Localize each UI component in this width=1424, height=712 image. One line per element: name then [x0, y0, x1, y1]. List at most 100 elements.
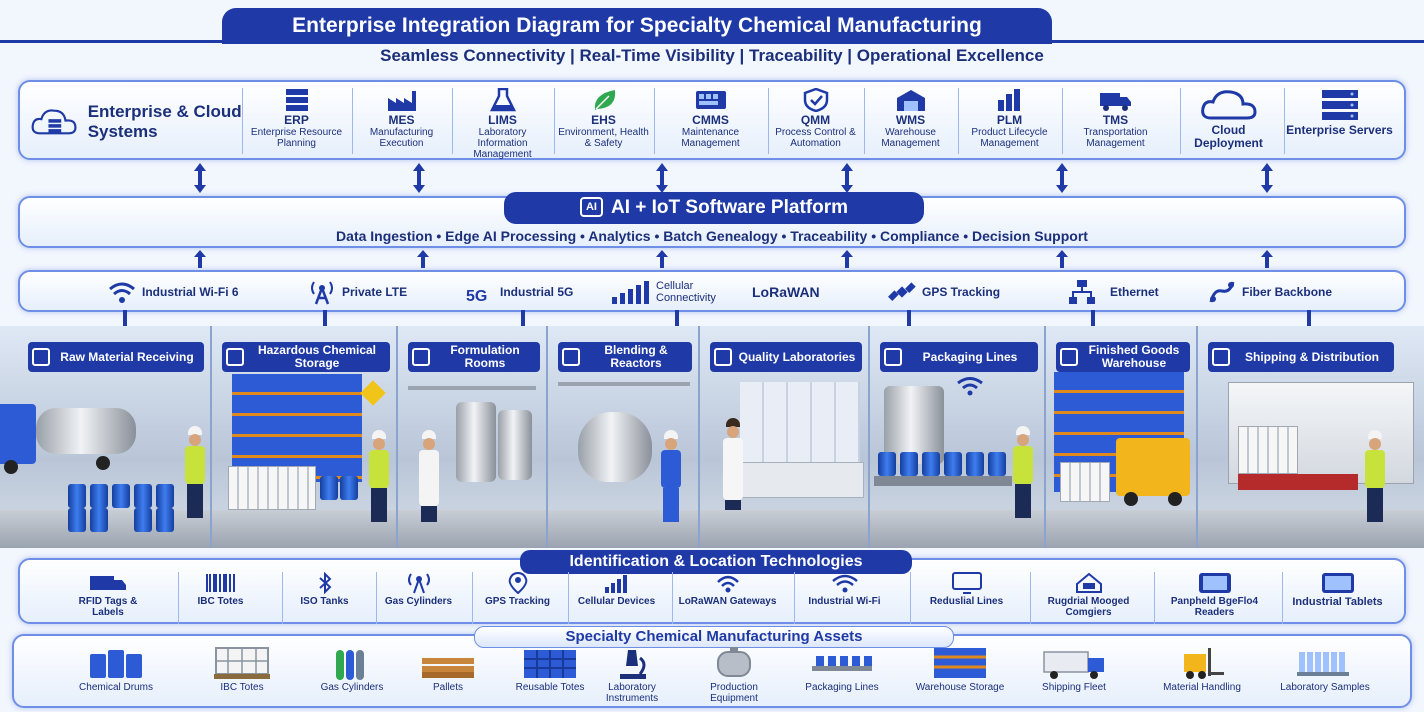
gas-cylinder-icon: [336, 650, 364, 680]
conn-private-lte[interactable]: Private LTE: [308, 278, 407, 306]
system-cmms[interactable]: CMMS Maintenance Management: [654, 88, 766, 154]
conn-cellular[interactable]: Cellular Connectivity: [610, 278, 726, 306]
forklift-icon: [1184, 648, 1224, 679]
microscope-icon: [620, 650, 646, 679]
conn-ethernet[interactable]: Ethernet: [1068, 278, 1159, 306]
id-cellular-devices[interactable]: Cellular Devices: [568, 572, 664, 624]
zone-raw-material-receiving[interactable]: Raw Material Receiving: [0, 326, 212, 548]
id-iso-tanks[interactable]: ISO Tanks: [282, 572, 366, 624]
zone-formulation-rooms[interactable]: Formulation Rooms: [398, 326, 548, 548]
sample-vials-icon: [1297, 652, 1349, 676]
trailer-bed: [1238, 474, 1358, 490]
shipping-icon: [1212, 348, 1230, 366]
location-pin-icon: [508, 572, 527, 594]
asset-gas-cylinders[interactable]: Gas Cylinders: [306, 646, 398, 708]
double-arrow-icon: [194, 163, 206, 193]
asset-material-handling[interactable]: Material Handling: [1154, 646, 1250, 708]
asset-production-equipment[interactable]: Production Equipment: [686, 646, 782, 708]
conn-gps[interactable]: GPS Tracking: [888, 278, 1000, 306]
id-reduslial-lines[interactable]: Reduslial Lines: [910, 572, 1022, 624]
conn-label: Fiber Backbone: [1242, 285, 1333, 299]
system-desc: Warehouse Management: [881, 127, 940, 149]
cloud-server-icon: [31, 109, 77, 135]
id-gas-cylinders[interactable]: Gas Cylinders: [376, 572, 460, 624]
conn-lorawan[interactable]: LoRaWAN: [752, 278, 820, 306]
conn-wifi6[interactable]: Industrial Wi-Fi 6: [108, 278, 239, 306]
id-rugged-computers[interactable]: Rugdrial Mooged Comgiers: [1030, 572, 1146, 624]
lorawan-icon: LoRaWAN: [752, 284, 820, 300]
conn-fiber[interactable]: Fiber Backbone: [1208, 278, 1332, 306]
zone-finished-goods-warehouse[interactable]: Finished Goods Warehouse: [1046, 326, 1198, 548]
id-gps-tracking[interactable]: GPS Tracking: [472, 572, 562, 624]
id-ibc-totes[interactable]: IBC Totes: [178, 572, 262, 624]
cloud-deployment-label: Cloud Deployment: [1194, 123, 1263, 150]
asset-packaging-lines[interactable]: Packaging Lines: [790, 646, 894, 708]
system-plm[interactable]: PLM Product Lifecycle Management: [958, 88, 1060, 154]
asset-shipping-fleet[interactable]: Shipping Fleet: [1024, 646, 1124, 708]
bluetooth-icon: [318, 572, 331, 594]
zone-hazardous-chemical-storage[interactable]: Hazardous Chemical Storage: [212, 326, 398, 548]
reactor-icon: [562, 348, 580, 366]
system-lims[interactable]: LIMS Laboratory Information Management: [452, 88, 552, 160]
double-arrow-icon: [413, 163, 425, 193]
bar-chart-icon: [997, 89, 1020, 111]
asset-reusable-totes[interactable]: Reusable Totes: [500, 646, 600, 708]
id-rfid-tags[interactable]: RFID Tags & Labels: [70, 572, 146, 624]
wifi-icon: [109, 282, 135, 303]
tablet-icon: [1321, 573, 1354, 593]
handheld-reader-icon: [1198, 573, 1231, 593]
asset-pallets[interactable]: Pallets: [400, 646, 496, 708]
system-desc: Process Control & Automation: [775, 127, 856, 149]
monitor-icon: [951, 572, 982, 594]
zone-blending-reactors[interactable]: Blending & Reactors: [548, 326, 700, 548]
worker-with-tablet: [184, 426, 206, 518]
id-lorawan-gateways[interactable]: LoRaWAN Gateways: [672, 572, 782, 624]
system-mes[interactable]: MES Manufacturing Execution: [352, 88, 450, 154]
conn-label: Industrial 5G: [500, 285, 574, 299]
system-erp[interactable]: ERP Enterprise Resource Planning: [242, 88, 350, 154]
zone-label: Shipping & Distribution: [1208, 342, 1394, 372]
conn-5g[interactable]: 5G Industrial 5G: [466, 278, 573, 306]
system-ehs[interactable]: EHS Environment, Health & Safety: [554, 88, 652, 154]
system-abbr: QMM: [800, 113, 831, 127]
hazard-sign-icon: [360, 380, 386, 406]
system-desc: Laboratory Information Management: [473, 127, 532, 160]
zone-label: Quality Laboratories: [710, 342, 862, 372]
panel-icon: [695, 91, 726, 109]
zone-quality-laboratories[interactable]: Quality Laboratories: [700, 326, 870, 548]
enterprise-servers[interactable]: Enterprise Servers: [1284, 88, 1394, 154]
system-desc: Product Lifecycle Management: [971, 127, 1048, 149]
double-arrow-icon: [841, 163, 853, 193]
asset-chemical-drums[interactable]: Chemical Drums: [68, 646, 164, 708]
asset-ibc-totes[interactable]: IBC Totes: [194, 646, 290, 708]
enterprise-heading-label: Enterprise & Cloud Systems: [87, 102, 242, 141]
cloud-deployment[interactable]: Cloud Deployment: [1180, 88, 1276, 154]
id-handheld-readers[interactable]: Panpheld BgeFlo4 Readers: [1154, 572, 1274, 624]
id-industrial-wifi[interactable]: Industrial Wi-Fi: [794, 572, 894, 624]
hazard-icon: [226, 348, 244, 366]
wifi-icon: [831, 574, 858, 593]
id-industrial-tablets[interactable]: Industrial Tablets: [1282, 572, 1392, 624]
warehouse-icon: [1060, 348, 1078, 366]
zone-packaging-lines[interactable]: Packaging Lines: [870, 326, 1046, 548]
forklift: [1116, 438, 1190, 496]
identification-panel: Identification & Location Technologies R…: [18, 550, 1406, 624]
system-desc: Manufacturing Execution: [369, 127, 434, 149]
platform-title: AI + IoT Software Platform: [610, 197, 848, 218]
system-tms[interactable]: TMS Transportation Management: [1062, 88, 1168, 154]
asset-laboratory-samples[interactable]: Laboratory Samples: [1270, 646, 1380, 708]
zone-shipping-distribution[interactable]: Shipping & Distribution: [1198, 326, 1424, 548]
facility-floor-strip: Raw Material Receiving Hazardous Chemica…: [0, 326, 1424, 548]
system-qmm[interactable]: QMM Process Control & Automation: [768, 88, 862, 154]
worker-with-tablet: [1364, 430, 1386, 522]
double-arrow-icon: [656, 163, 668, 193]
up-arrow-icon: [1056, 250, 1068, 268]
conn-label: Cellular Connectivity: [656, 280, 716, 304]
double-arrow-icon: [1261, 163, 1273, 193]
enterprise-servers-label: Enterprise Servers: [1286, 123, 1393, 137]
rfid-tag-icon: [90, 576, 126, 590]
asset-warehouse-storage[interactable]: Warehouse Storage: [908, 646, 1012, 708]
system-wms[interactable]: WMS Warehouse Management: [864, 88, 956, 154]
system-desc: Maintenance Management: [681, 127, 740, 149]
asset-laboratory-instruments[interactable]: Laboratory Instruments: [582, 646, 682, 708]
